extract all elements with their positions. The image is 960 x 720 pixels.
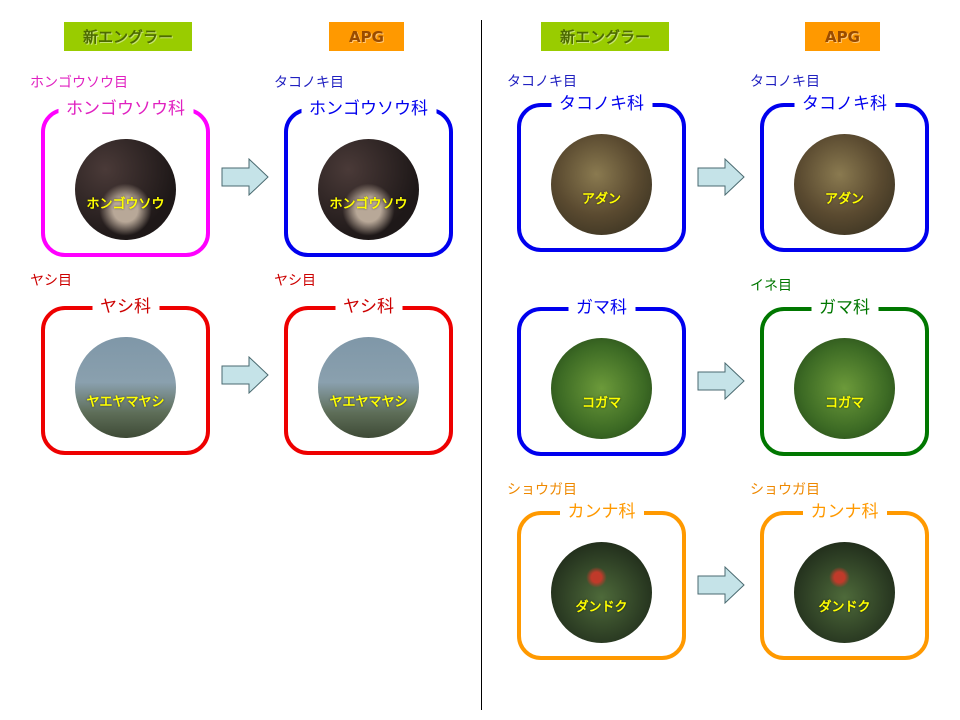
- order-label: ヤシ目: [30, 273, 72, 289]
- family-label: ガマ科: [811, 298, 878, 318]
- order-label: ショウガ目: [507, 482, 577, 498]
- family-box: ヤシ科ヤエヤマヤシ: [41, 297, 210, 455]
- species-label: ホンゴウソウ: [86, 197, 165, 212]
- species-label: ダンドク: [818, 600, 871, 615]
- family-label: ガマ科: [568, 298, 635, 318]
- divider: [481, 20, 482, 710]
- plant-photo: ダンドク: [794, 542, 895, 643]
- species-label: アダン: [581, 192, 621, 207]
- order-label: ヤシ目: [274, 273, 316, 289]
- species-label: ヤエヤマヤシ: [329, 395, 408, 410]
- family-box: タコノキ科アダン: [760, 94, 929, 252]
- species-label: アダン: [824, 192, 864, 207]
- family-label: タコノキ科: [794, 94, 895, 114]
- order-label: タコノキ目: [274, 75, 344, 91]
- plant-photo: ヤエヤマヤシ: [75, 337, 176, 438]
- plant-photo: コガマ: [794, 338, 895, 439]
- family-box: カンナ科ダンドク: [517, 502, 686, 660]
- family-box: ガマ科コガマ: [760, 298, 929, 456]
- right-arrow-icon: [697, 565, 745, 605]
- right-arrow-icon: [221, 157, 269, 197]
- family-box: タコノキ科アダン: [517, 94, 686, 252]
- order-label: タコノキ目: [750, 74, 820, 90]
- plant-photo: ダンドク: [551, 542, 652, 643]
- order-label: ホンゴウソウ目: [30, 75, 128, 91]
- species-label: ホンゴウソウ: [329, 197, 408, 212]
- apg-header-right: APG: [805, 22, 880, 51]
- species-label: ヤエヤマヤシ: [86, 395, 165, 410]
- species-label: コガマ: [824, 396, 864, 411]
- plant-photo: ホンゴウソウ: [318, 139, 419, 240]
- plant-photo: アダン: [794, 134, 895, 235]
- family-box: カンナ科ダンドク: [760, 502, 929, 660]
- right-arrow-icon: [697, 361, 745, 401]
- family-label: カンナ科: [559, 502, 644, 522]
- family-box: ガマ科コガマ: [517, 298, 686, 456]
- family-label: カンナ科: [802, 502, 887, 522]
- family-label: ホンゴウソウ科: [301, 99, 436, 119]
- apg-header-left: APG: [329, 22, 404, 51]
- plant-photo: ホンゴウソウ: [75, 139, 176, 240]
- family-label: ヤシ科: [335, 297, 402, 317]
- engler-header-right: 新エングラー: [541, 22, 669, 51]
- right-arrow-icon: [697, 157, 745, 197]
- family-label: タコノキ科: [551, 94, 652, 114]
- order-label: タコノキ目: [507, 74, 577, 90]
- species-label: ダンドク: [575, 600, 628, 615]
- order-label: イネ目: [750, 278, 792, 294]
- family-box: ホンゴウソウ科ホンゴウソウ: [41, 99, 210, 257]
- species-label: コガマ: [581, 396, 621, 411]
- family-label: ヤシ科: [92, 297, 159, 317]
- right-arrow-icon: [221, 355, 269, 395]
- order-label: ショウガ目: [750, 482, 820, 498]
- plant-photo: アダン: [551, 134, 652, 235]
- family-box: ヤシ科ヤエヤマヤシ: [284, 297, 453, 455]
- engler-header-left: 新エングラー: [64, 22, 192, 51]
- plant-photo: コガマ: [551, 338, 652, 439]
- plant-photo: ヤエヤマヤシ: [318, 337, 419, 438]
- family-label: ホンゴウソウ科: [58, 99, 193, 119]
- family-box: ホンゴウソウ科ホンゴウソウ: [284, 99, 453, 257]
